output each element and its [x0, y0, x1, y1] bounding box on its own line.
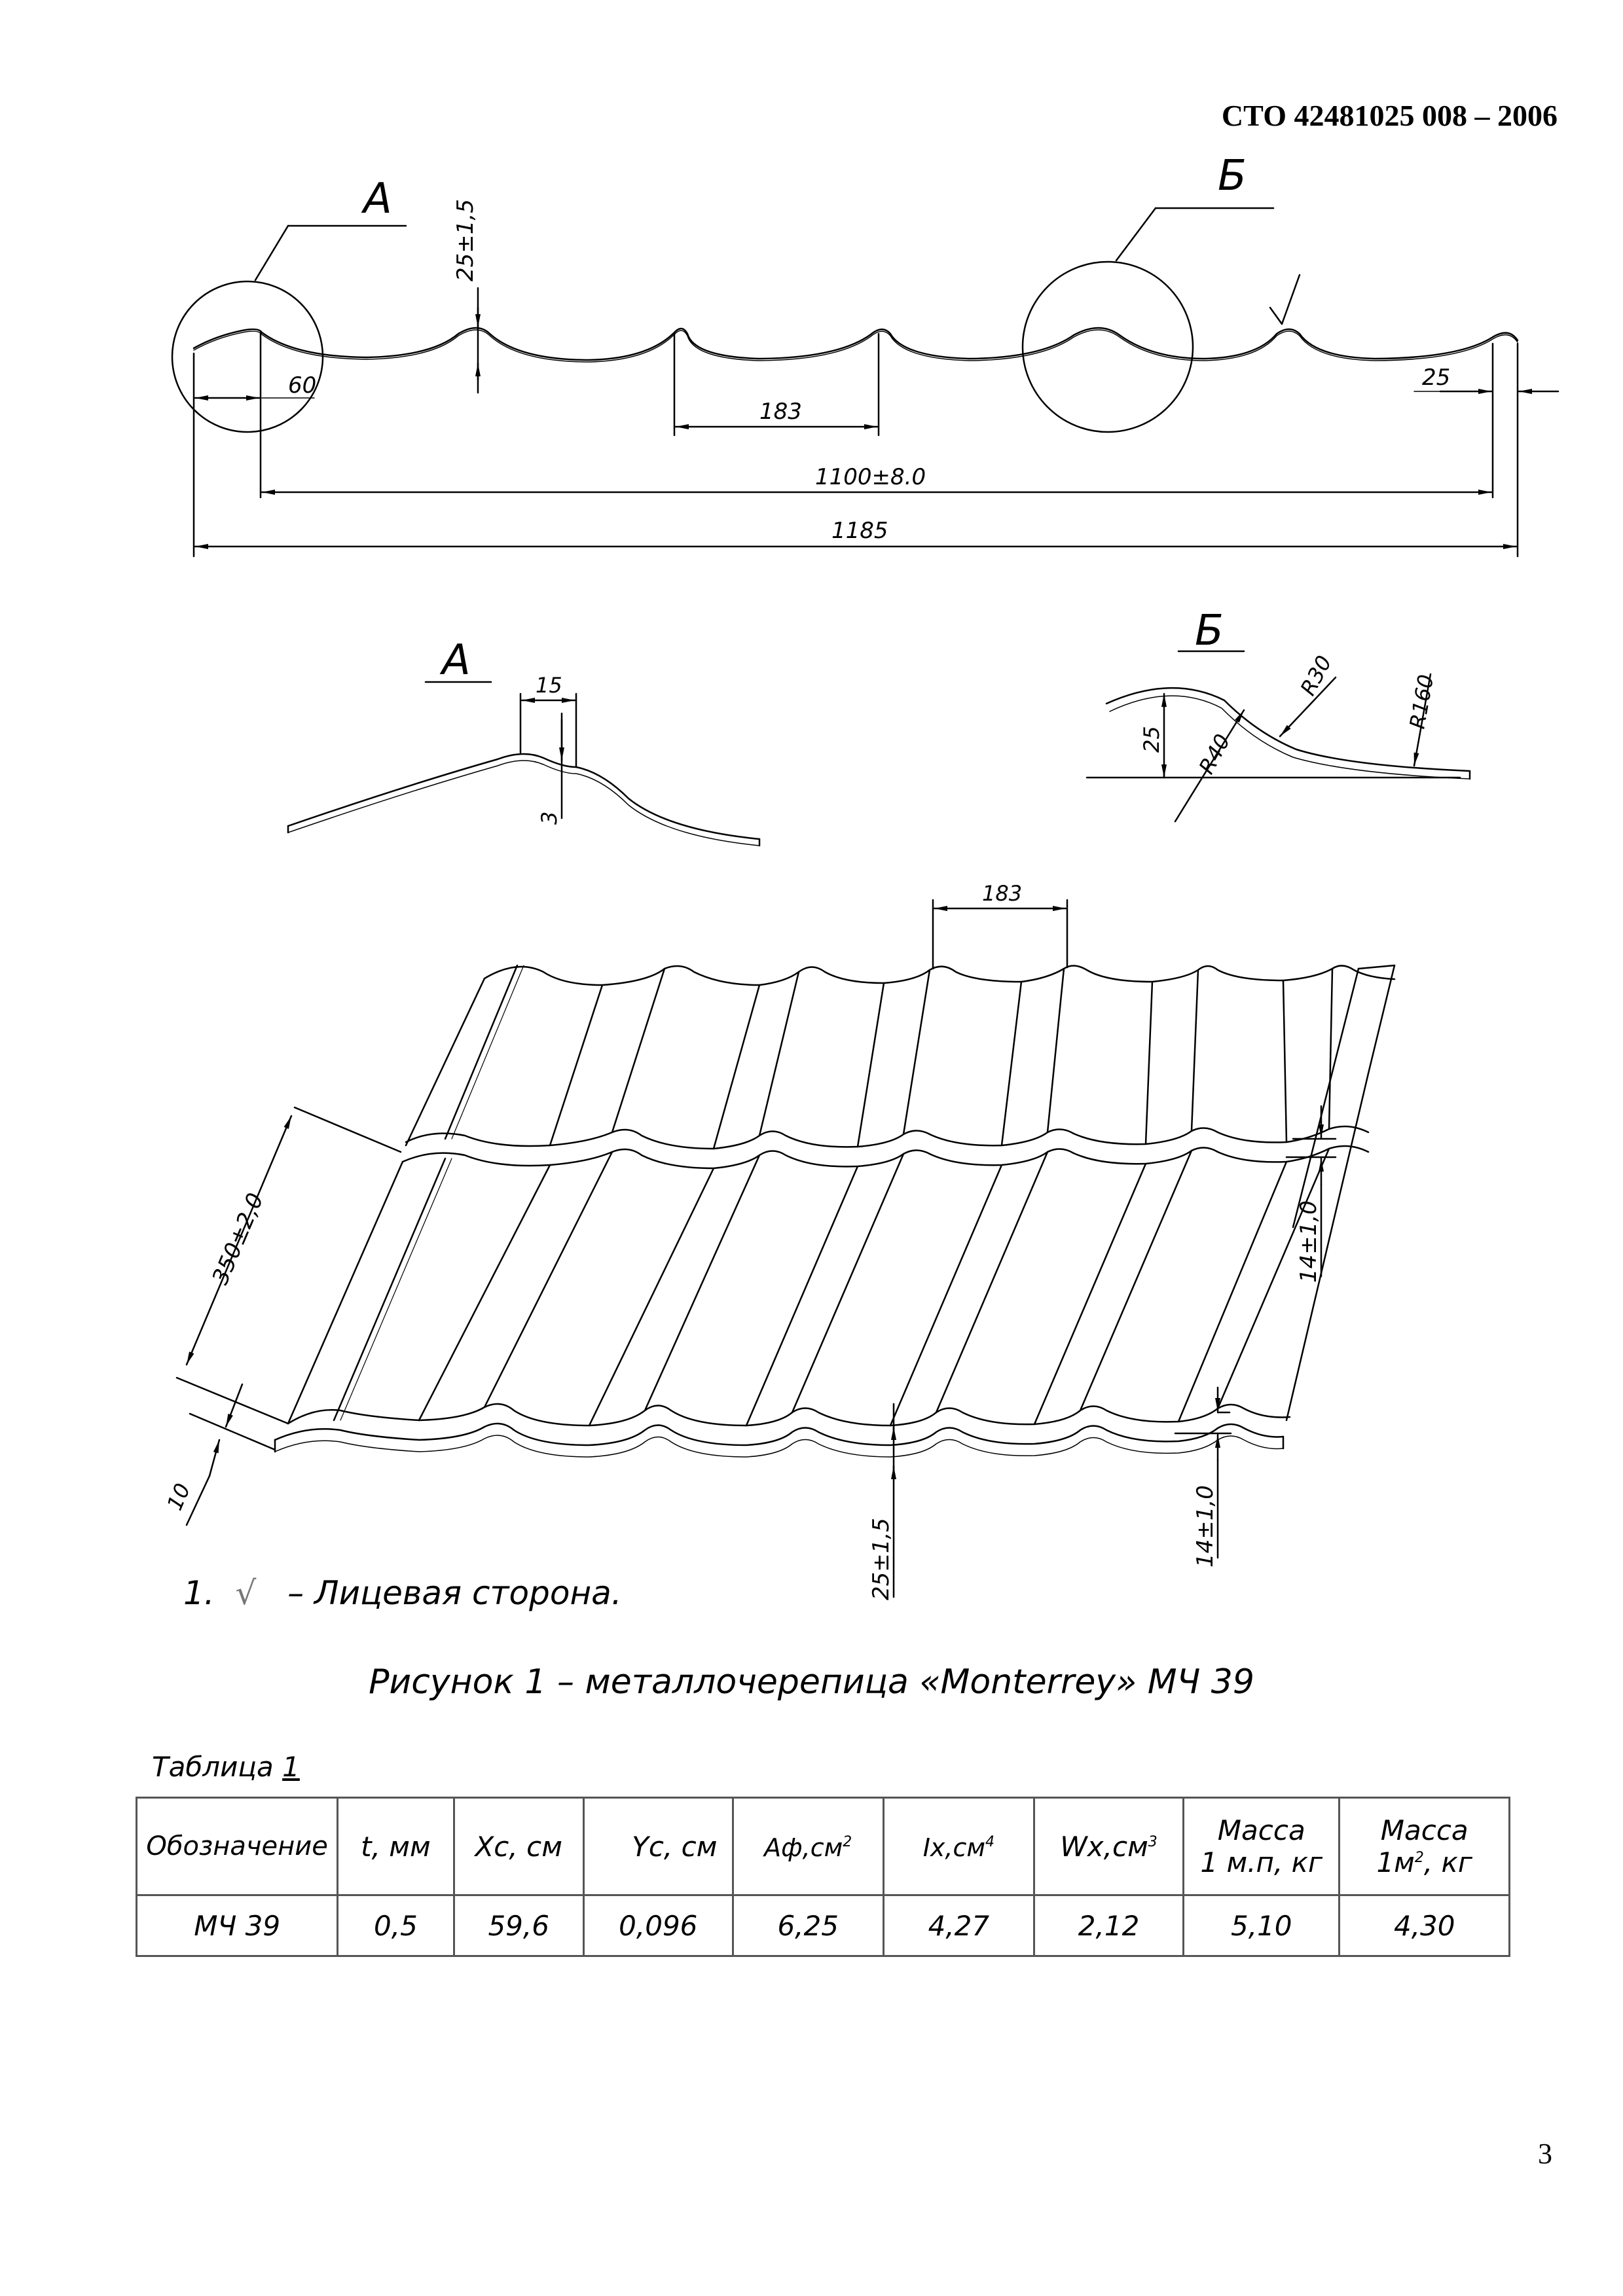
svg-text:25±1,5: 25±1,5 — [452, 199, 479, 281]
svg-text:А: А — [439, 636, 471, 685]
detail-a-circle — [171, 280, 324, 433]
page-number: 3 — [1538, 2138, 1552, 2170]
svg-text:15: 15 — [536, 673, 562, 698]
svg-text:350±2,0: 350±2,0 — [207, 1189, 268, 1288]
profile-section: А Б 25±1,5 183 60 25 1100±8.0 — [171, 152, 1559, 558]
svg-text:1185: 1185 — [831, 518, 888, 544]
face-side-note: 1. √ – Лицевая сторона. — [183, 1574, 622, 1612]
lower-step — [287, 1403, 1291, 1427]
properties-table: Обозначение t, мм Xc, см Yc, см Аф,см2 I… — [135, 1797, 1510, 1957]
detail-b: Б 25 R40 R30 R160 — [1085, 607, 1471, 823]
svg-text:R30: R30 — [1296, 651, 1337, 699]
profile-curve — [192, 327, 1519, 361]
view-a-label: А — [361, 175, 392, 223]
table-row: МЧ 39 0,5 59,6 0,096 6,25 4,27 2,12 5,10… — [135, 1894, 1510, 1957]
detail-b-circle — [1021, 260, 1194, 433]
detail-a: А 15 3 — [287, 636, 761, 847]
isometric-view: 183 350±2,0 10 14±1,0 14±1,0 25±1,5 — [162, 881, 1396, 1600]
svg-text:25: 25 — [1422, 365, 1450, 391]
svg-text:14±1,0: 14±1,0 — [1192, 1485, 1218, 1568]
document-code: СТО 42481025 008 – 2006 — [1221, 99, 1558, 132]
view-b-label: Б — [1218, 152, 1247, 200]
table-caption: Таблица 1 — [152, 1751, 300, 1783]
svg-text:R160: R160 — [1404, 673, 1438, 731]
svg-text:25: 25 — [1139, 726, 1164, 753]
svg-text:R40: R40 — [1194, 730, 1235, 778]
table-header-row: Обозначение t, мм Xc, см Yc, см Аф,см2 I… — [135, 1797, 1510, 1896]
svg-text:3: 3 — [537, 812, 562, 825]
svg-text:Б: Б — [1195, 607, 1224, 655]
svg-text:60: 60 — [288, 372, 316, 399]
svg-text:14±1,0: 14±1,0 — [1296, 1200, 1322, 1283]
svg-text:1100±8.0: 1100±8.0 — [815, 464, 926, 490]
figure-caption: Рисунок 1 – металлочерепица «Monterrey» … — [369, 1662, 1254, 1702]
svg-text:183: 183 — [982, 881, 1022, 906]
svg-text:25±1,5: 25±1,5 — [868, 1518, 894, 1600]
upper-step — [405, 1125, 1370, 1150]
svg-text:10: 10 — [162, 1480, 195, 1514]
svg-text:183: 183 — [759, 399, 802, 425]
technical-drawing: А Б 25±1,5 183 60 25 1100±8.0 — [162, 152, 1559, 1600]
